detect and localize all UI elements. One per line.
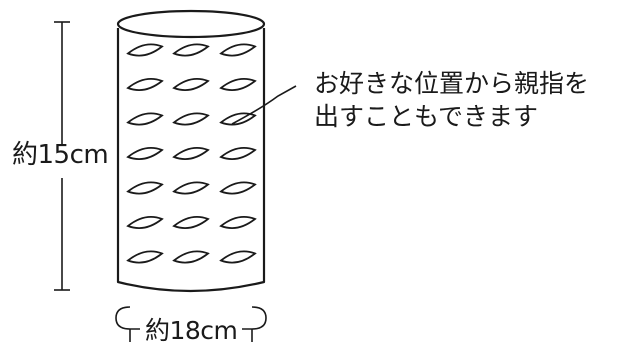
eyelet-hole bbox=[172, 147, 210, 160]
eyelet-hole bbox=[172, 43, 210, 57]
leader-line bbox=[231, 85, 297, 125]
eyelet-hole bbox=[219, 43, 257, 57]
eyelet-hole bbox=[172, 216, 210, 229]
eyelet-hole bbox=[219, 78, 257, 91]
thumb-note-line-1: お好きな位置から親指を bbox=[314, 69, 590, 98]
eyelet-hole bbox=[219, 181, 257, 195]
eyelet-hole bbox=[126, 78, 164, 91]
thumb-note: お好きな位置から親指を 出すこともできます bbox=[314, 68, 589, 133]
tube-body bbox=[116, 9, 266, 293]
eyelet-hole bbox=[126, 216, 164, 229]
eyelet-hole bbox=[126, 250, 164, 264]
eyelet-holes bbox=[126, 43, 257, 264]
eyelet-hole bbox=[126, 147, 164, 160]
eyelet-hole bbox=[172, 250, 210, 264]
eyelet-hole bbox=[219, 112, 257, 126]
eyelet-hole bbox=[219, 250, 257, 264]
eyelet-hole bbox=[219, 216, 257, 229]
eyelet-hole bbox=[126, 43, 164, 57]
height-dimension bbox=[54, 21, 70, 291]
thumb-note-line-2: 出すこともできます bbox=[314, 101, 539, 131]
eyelet-hole bbox=[172, 112, 210, 126]
eyelet-hole bbox=[126, 181, 164, 195]
eyelet-hole bbox=[172, 78, 210, 91]
width-label: 約18cm bbox=[145, 316, 238, 345]
width-bracket bbox=[115, 306, 267, 342]
eyelet-hole bbox=[219, 147, 257, 160]
eyelet-hole bbox=[126, 112, 164, 126]
height-label: 約15cm bbox=[12, 140, 109, 170]
eyelet-hole bbox=[172, 181, 210, 195]
